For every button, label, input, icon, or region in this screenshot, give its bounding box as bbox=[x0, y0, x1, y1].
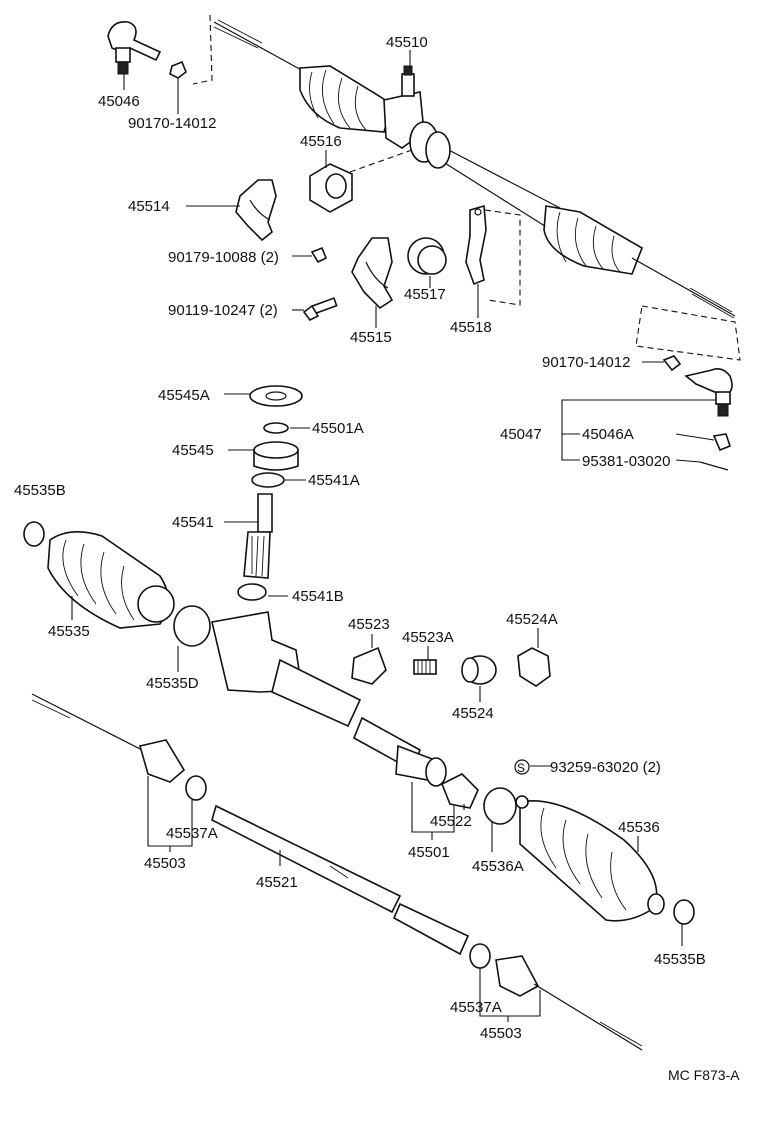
boot-45536 bbox=[483, 787, 665, 922]
label-45046-top: 45046 bbox=[98, 93, 140, 110]
label-90170-right: 90170-14012 bbox=[542, 354, 630, 371]
guide-45523 bbox=[351, 646, 387, 685]
locknut-45524A bbox=[517, 647, 551, 687]
washer-45537A-right bbox=[469, 943, 491, 969]
grommet-45517 bbox=[407, 237, 447, 275]
label-45535B-right: 45535B bbox=[654, 951, 706, 968]
label-45523A: 45523A bbox=[402, 629, 454, 646]
tie-rod-45503-right bbox=[495, 955, 643, 1051]
label-45535D: 45535D bbox=[146, 675, 199, 692]
ring-45535D bbox=[173, 605, 211, 647]
tie-rod-end-right bbox=[684, 368, 733, 417]
bracket-45515 bbox=[351, 237, 394, 310]
label-45501: 45501 bbox=[408, 844, 450, 861]
label-45510: 45510 bbox=[386, 34, 428, 51]
label-45537A-right: 45537A bbox=[450, 999, 502, 1016]
bushing-45522 bbox=[440, 773, 479, 809]
tie-rod-45503-left bbox=[31, 693, 186, 783]
label-93259: 93259-63020 (2) bbox=[550, 759, 661, 776]
label-90119: 90119-10247 (2) bbox=[168, 302, 278, 319]
s-mark: S bbox=[517, 761, 525, 775]
nut-45046A bbox=[712, 433, 731, 452]
rack-housing bbox=[211, 611, 447, 787]
label-45524A: 45524A bbox=[506, 611, 558, 628]
pinion-stack bbox=[237, 385, 303, 601]
cotter-pin-95381 bbox=[699, 461, 729, 471]
label-45545A: 45545A bbox=[158, 387, 210, 404]
steering-rack-assembly bbox=[192, 14, 741, 361]
label-45517: 45517 bbox=[404, 286, 446, 303]
boot-45535 bbox=[47, 531, 175, 629]
bolt-90179 bbox=[310, 246, 328, 264]
clamp-45535B-right bbox=[673, 899, 695, 925]
label-45537A-left: 45537A bbox=[166, 825, 218, 842]
label-45503-right: 45503 bbox=[480, 1025, 522, 1042]
nut-90170-top bbox=[169, 60, 187, 79]
s-mark-circle bbox=[514, 759, 530, 775]
ring-45536A bbox=[483, 787, 517, 825]
label-90170-top: 90170-14012 bbox=[128, 115, 216, 132]
plug-45524 bbox=[461, 655, 497, 685]
label-45046A: 45046A bbox=[582, 426, 634, 443]
leader-lines bbox=[71, 50, 716, 1022]
rack-45521 bbox=[211, 804, 470, 956]
washer-45537A-left bbox=[185, 775, 207, 801]
label-45535B-left: 45535B bbox=[14, 482, 66, 499]
label-45535: 45535 bbox=[48, 623, 90, 640]
label-45523: 45523 bbox=[348, 616, 390, 633]
tie-rod-end-left bbox=[107, 20, 162, 75]
label-45047: 45047 bbox=[500, 426, 542, 443]
strap-45518 bbox=[465, 204, 487, 286]
label-45522: 45522 bbox=[430, 813, 472, 830]
label-45545: 45545 bbox=[172, 442, 214, 459]
label-45541B: 45541B bbox=[292, 588, 344, 605]
diagram-code: MC F873-A bbox=[668, 1067, 740, 1083]
label-45503-left: 45503 bbox=[144, 855, 186, 872]
label-45541A: 45541A bbox=[308, 472, 360, 489]
label-45515: 45515 bbox=[350, 329, 392, 346]
label-45514: 45514 bbox=[128, 198, 170, 215]
bolt-90119 bbox=[302, 297, 338, 322]
label-45536: 45536 bbox=[618, 819, 660, 836]
clamp-45535B-left bbox=[23, 521, 45, 547]
label-45501A: 45501A bbox=[312, 420, 364, 437]
label-45541: 45541 bbox=[172, 514, 214, 531]
label-45516: 45516 bbox=[300, 133, 342, 150]
screw-93259 bbox=[515, 795, 529, 809]
spring-45523A bbox=[413, 659, 437, 675]
bracket-45514 bbox=[235, 179, 277, 242]
label-45518: 45518 bbox=[450, 319, 492, 336]
label-45524: 45524 bbox=[452, 705, 494, 722]
label-95381: 95381-03020 bbox=[582, 453, 670, 470]
bushing-45516 bbox=[309, 163, 353, 213]
part-labels: 45510 45046 90170-14012 45516 45514 9017… bbox=[14, 34, 740, 1083]
label-45536A: 45536A bbox=[472, 858, 524, 875]
label-45521: 45521 bbox=[256, 874, 298, 891]
nut-90170-right bbox=[662, 355, 682, 372]
label-90179: 90179-10088 (2) bbox=[168, 249, 279, 266]
